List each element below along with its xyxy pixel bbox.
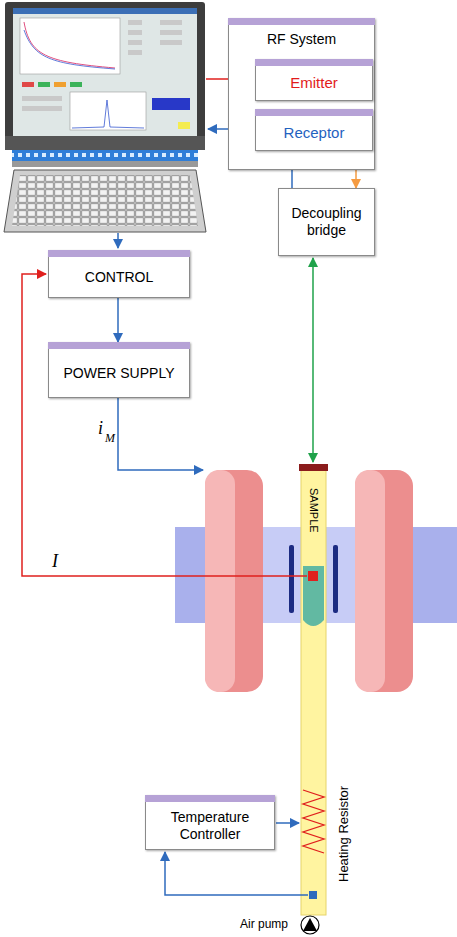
computer-monitor-part (13, 8, 197, 14)
air-pump-symbol (301, 916, 319, 934)
magnet-part (355, 470, 385, 692)
air-pump-symbol-part (303, 918, 317, 931)
box-label: Emitter (286, 74, 342, 92)
computer-control-line (117, 233, 119, 248)
computer-monitor-part (13, 8, 197, 136)
computer-monitor-part (24, 30, 115, 69)
header-bar (145, 795, 275, 802)
heater-label: Heating Resistor (336, 786, 351, 882)
bridge-box: Decoupling bridge (278, 188, 375, 256)
temperature-sensor (309, 891, 317, 899)
computer-monitor-part (160, 30, 182, 35)
box-label: CONTROL (81, 269, 157, 286)
current-sensor (308, 571, 318, 581)
computer-monitor-part (160, 20, 182, 25)
computer-monitor-part (22, 106, 62, 111)
heating-resistor-symbol (303, 790, 324, 853)
sample-label: SAMPLE (307, 488, 320, 533)
computer-monitor-part (72, 100, 144, 128)
sample-tube-part (303, 566, 324, 626)
system-box: RF SystemEmitterReceptor (228, 18, 375, 170)
computer-drive-bar (12, 150, 198, 167)
computer-monitor-part (5, 136, 205, 150)
current-symbol: i (98, 418, 103, 439)
signal-arrow (355, 170, 357, 188)
header-bar (228, 18, 375, 25)
controller-box: Temperature Controller (145, 795, 275, 850)
computer-monitor-part (178, 122, 190, 129)
current-signal-line (22, 274, 307, 576)
rf-coil-plates-part (333, 545, 338, 613)
box-label: Decoupling bridge (279, 205, 374, 239)
sample-tube (299, 464, 328, 915)
computer-monitor (5, 2, 205, 150)
magnet-part (205, 470, 235, 692)
magnet-part (355, 470, 413, 692)
rf-coil-plates (289, 545, 338, 613)
decoupling-coax-line (312, 258, 314, 462)
magnet-part (205, 470, 263, 692)
computer-monitor-part (54, 82, 66, 87)
air-pump-symbol-part (301, 916, 319, 934)
header-bar (48, 250, 190, 257)
keyboard (4, 170, 206, 232)
power-supply-box: POWER SUPPLY (48, 342, 190, 398)
computer-drive-bar-part (12, 150, 198, 161)
computer-monitor-part (128, 20, 142, 25)
heater-drive-line (276, 822, 299, 824)
computer-monitor-part (22, 96, 62, 101)
computer-monitor-part (160, 40, 182, 45)
box-label: POWER SUPPLY (60, 365, 179, 382)
box-label: RF System (263, 31, 340, 48)
box-label: Temperature Controller (146, 809, 274, 843)
magnet-current-line (118, 398, 203, 470)
computer-monitor-part (22, 82, 34, 87)
computer-monitor-part (70, 92, 146, 130)
computer-monitor-part (20, 18, 120, 74)
box-label: Receptor (280, 124, 349, 142)
sample-tube-part (299, 464, 328, 471)
header-bar (48, 342, 190, 349)
computer-monitor-part (152, 98, 190, 110)
computer-monitor-part (128, 50, 142, 55)
rf-coil-plates-part (289, 545, 294, 613)
computer-monitor-part (70, 82, 82, 87)
current-symbol: I (52, 551, 58, 572)
pump-label: Air pump (240, 917, 288, 931)
current-subscript: M (105, 431, 115, 446)
receptor-box: Receptor (255, 109, 373, 151)
computer-monitor-part (128, 40, 142, 45)
keyboard-part (4, 170, 206, 232)
signal-arrow (117, 298, 119, 342)
computer-monitor-part (128, 30, 142, 35)
temperature-signal-line (165, 852, 308, 895)
computer-drive-bar-part (12, 161, 198, 167)
header-bar (255, 109, 373, 116)
keyboard-part (12, 175, 198, 226)
computer-monitor-part (5, 2, 205, 150)
computer-drive-bar-part (12, 150, 198, 161)
emitter-box: Emitter (255, 59, 373, 101)
computer-monitor-part (24, 22, 115, 68)
sample-tube-part (301, 470, 326, 915)
computer-monitor-part (38, 82, 50, 87)
control-box: CONTROL (48, 250, 190, 298)
header-bar (255, 59, 373, 66)
